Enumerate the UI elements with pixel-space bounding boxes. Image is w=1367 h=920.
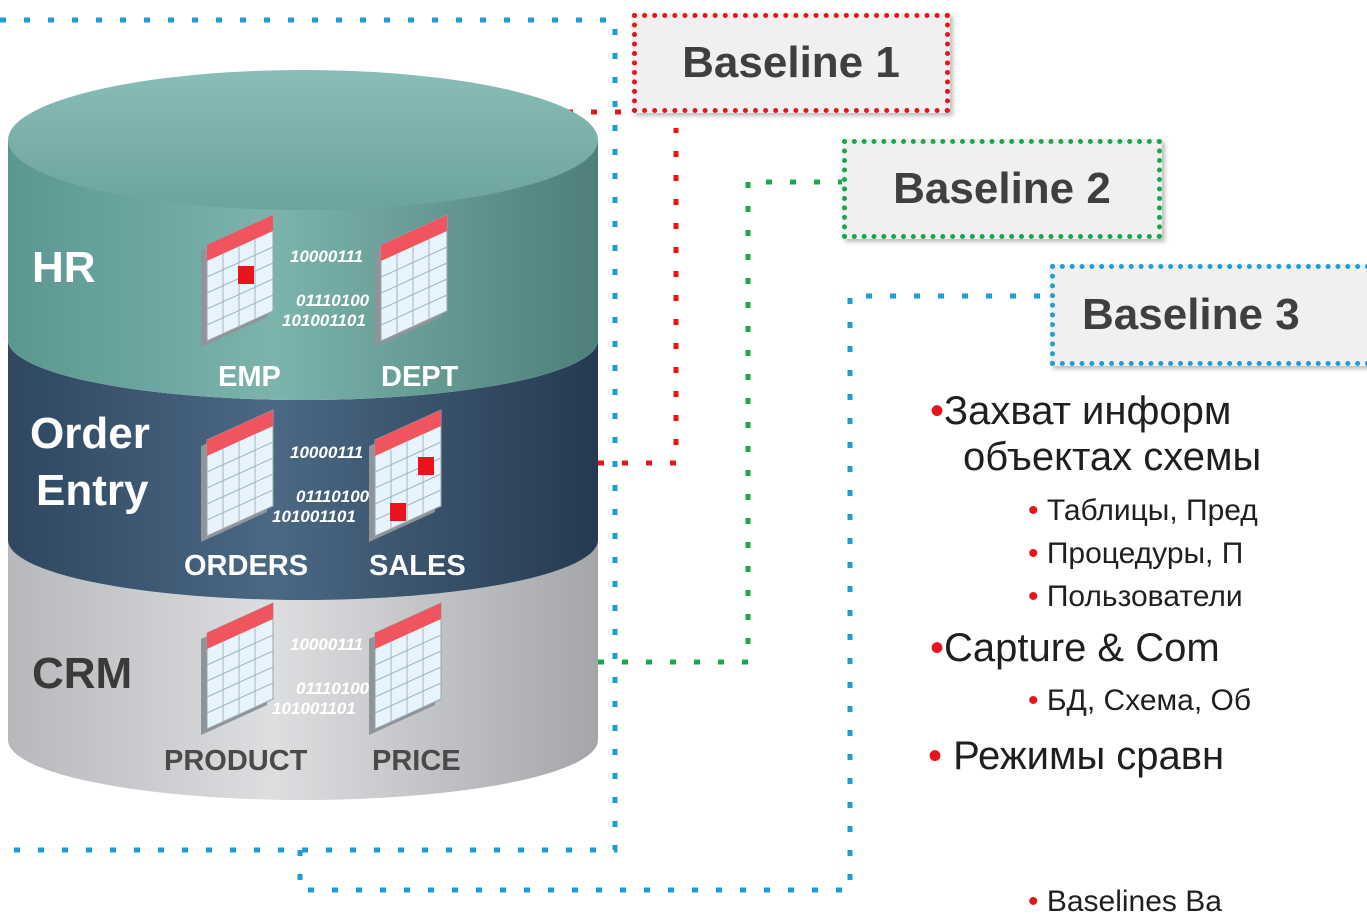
binary-text-crm-1: 10000111 [290,635,363,654]
schema-label-crm: CRM [32,649,132,698]
bullet-dot: • [930,389,945,433]
green-connector [478,179,845,665]
table-label-emp: EMP [218,361,281,393]
bullet-1-cont: объектах схемы [963,435,1262,479]
bullet-3-text: Режимы сравн [953,734,1225,778]
table-sales-icon [368,409,442,543]
bullet-2: •Capture & Com [930,625,1220,671]
bullet-3: • Режимы сравн [928,733,1224,779]
baseline-2-label: Baseline 2 [842,139,1162,239]
binary-text-crm-3: 101001101 [272,699,356,718]
bullet-1-2: • Процедуры, П [1028,536,1243,572]
crm-layer [8,540,598,800]
bullet-dot: • [1028,537,1047,570]
baseline-2-text: Baseline 2 [893,164,1111,213]
hr-layer [8,140,598,400]
bullet-dot: • [1028,494,1047,527]
bullet-2-1-text: БД, Схема, Об [1046,684,1252,717]
bullet-1-2-text: Процедуры, П [1046,537,1244,570]
binary-text-hr-2: 01110100 [296,291,370,310]
schema-label-hr: HR [32,243,96,292]
bullet-2-text: Capture & Com [944,626,1220,670]
table-emp-icon [200,214,274,348]
binary-text-hr-1: 10000111 [290,247,363,266]
binary-text-oe-2: 01110100 [296,487,370,506]
table-label-dept: DEPT [381,361,459,393]
bullet-dot: • [928,734,954,778]
bullet-dot: • [1028,684,1047,717]
binary-text-oe-1: 10000111 [290,443,363,462]
red-connector-2 [478,128,679,466]
blue-lower-connector [297,293,1055,893]
bullet-1-text: Захват информ [944,389,1232,433]
schema-label-order: Order [30,409,150,458]
bullet-1-3-text: Пользователи [1046,580,1243,613]
cylinder-top [8,70,598,210]
order-entry-layer [8,340,598,600]
baseline-3-label: Baseline 3 [1050,264,1367,366]
table-label-product: PRODUCT [164,745,308,777]
database-cylinder [8,70,598,800]
schema-label-entry: Entry [36,466,149,515]
binary-text-hr-3: 101001101 [282,311,366,330]
binary-text-oe-3: 101001101 [272,507,356,526]
bullet-dot: • [930,626,945,670]
baseline-1-text: Baseline 1 [682,38,900,87]
binary-text-crm-2: 01110100 [296,679,370,698]
bullet-1-1: • Таблицы, Пред [1028,493,1258,529]
blue-outer-connector [0,17,618,853]
bullet-1-1-text: Таблицы, Пред [1046,494,1258,527]
bullet-1: •Захват информ [930,388,1231,434]
baseline-1-label: Baseline 1 [632,13,950,113]
table-label-price: PRICE [372,745,461,777]
bullet-3-1: • Baselines Ba [1028,884,1222,920]
bullet-1-3: • Пользователи [1028,579,1243,615]
bullet-dot: • [1028,580,1047,613]
baseline-3-text: Baseline 3 [1082,290,1300,339]
bullet-2-1: • БД, Схема, Об [1028,683,1251,719]
table-label-sales: SALES [369,550,466,582]
table-label-orders: ORDERS [184,550,308,582]
